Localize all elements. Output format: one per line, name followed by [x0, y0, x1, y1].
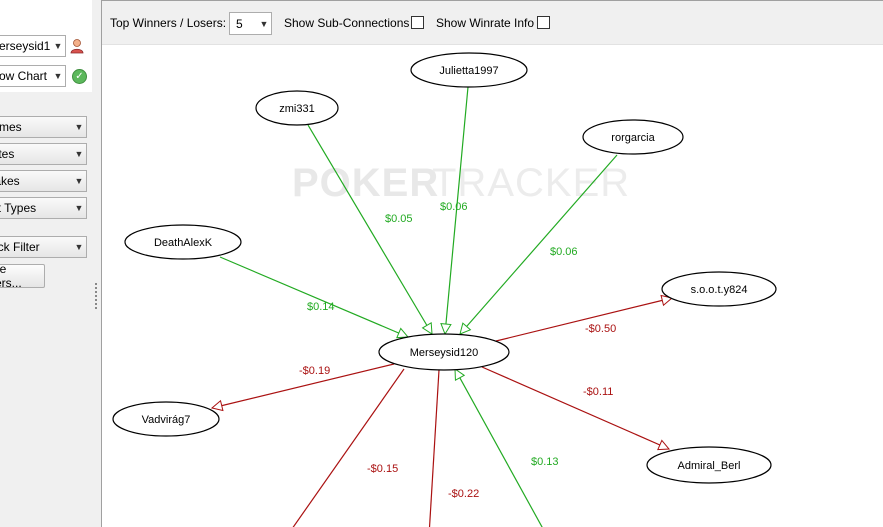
player-node-ellipse[interactable] — [646, 446, 772, 484]
winrate-info-label: Show Winrate Info — [436, 16, 535, 30]
player-node-label: rorgarcia — [611, 132, 655, 144]
edge-zmi331-to-Merseysid120 — [307, 124, 432, 334]
filter-dates-label: Dates — [0, 147, 15, 161]
graph-nodes: Merseysid120 Julietta1997 zmi331 rorgarciaD… — [112, 52, 777, 484]
edge-Merseysid120-to-offscreen-1 — [292, 368, 405, 527]
player-node-ellipse[interactable] — [124, 224, 242, 260]
splitter-grip[interactable] — [95, 283, 97, 309]
edge-DeathAlexK-to-Merseysid120 — [219, 256, 408, 337]
more-filters-label: More Filters... — [0, 262, 22, 290]
edge-amount-label: $0.05 — [385, 213, 413, 225]
user-icon[interactable] — [69, 38, 85, 54]
player-node-label: Merseysid120 — [410, 347, 478, 359]
edge-amount-label: -$0.19 — [299, 365, 330, 377]
filter-bet-types[interactable]: Bet Types ▼ — [0, 197, 87, 219]
top-winners-value: 5 — [236, 16, 243, 31]
filter-stakes[interactable]: Stakes ▼ — [0, 170, 87, 192]
sub-connections-checkbox[interactable] — [411, 16, 424, 29]
edge-amount-label: $0.13 — [531, 456, 559, 468]
edge-amount-label: -$0.11 — [583, 386, 613, 398]
chevron-down-icon: ▼ — [74, 203, 84, 213]
player-node-DeathAlexK[interactable]: DeathAlexK — [124, 224, 242, 260]
edge-amount-label: $0.14 — [307, 301, 335, 313]
edge-amount-label: $0.06 — [550, 246, 578, 258]
flow-graph: POKER TRACKER $0.05 $0.06 $0.06 $0.14 -$0.50… — [102, 46, 883, 527]
top-winners-label: Top Winners / Losers: — [110, 16, 227, 30]
chevron-down-icon: ▼ — [74, 122, 84, 132]
filter-stakes-label: Stakes — [0, 174, 20, 188]
splitter[interactable] — [92, 0, 100, 527]
filter-dates[interactable]: Dates ▼ — [0, 143, 87, 165]
player-node-ellipse[interactable] — [410, 52, 528, 88]
edge-amount-label: -$0.50 — [585, 323, 616, 335]
chart-type-value: Flow Chart — [0, 69, 48, 83]
player-node-zmi331[interactable]: zmi331 — [255, 90, 339, 126]
sidebar-header — [0, 0, 92, 28]
player-node-label: Julietta1997 — [439, 65, 498, 77]
player-node-rorgarcia[interactable]: rorgarcia — [582, 119, 684, 155]
player-node-Admiral_Berl[interactable]: Admiral_Berl — [646, 446, 772, 484]
player-select-value: Merseysid120 — [0, 39, 51, 53]
player-node-Julietta1997[interactable]: Julietta1997 — [410, 52, 528, 88]
edge-amount-label: $0.06 — [440, 201, 468, 213]
edge-Merseysid120-to-s.o.o.t.y824 — [495, 298, 672, 342]
quick-filter-label: Quick Filter — [0, 240, 40, 254]
filter-games[interactable]: Games ▼ — [0, 116, 87, 138]
player-node-label: Vadvirág7 — [142, 414, 191, 426]
player-node-label: Admiral_Berl — [678, 460, 741, 472]
edge-rorgarcia-to-Merseysid120 — [460, 154, 618, 334]
player-node-ellipse[interactable] — [378, 333, 510, 371]
apply-check-icon[interactable]: ✓ — [72, 69, 87, 84]
filter-games-label: Games — [0, 120, 22, 134]
edge-Merseysid120-to-offscreen-2 — [428, 369, 440, 527]
player-node-ellipse[interactable] — [582, 119, 684, 155]
edge-amount-label: -$0.15 — [367, 463, 398, 475]
more-filters-button[interactable]: More Filters... — [0, 262, 45, 290]
edge-Julietta1997-to-Merseysid120 — [445, 86, 469, 334]
filter-bet-types-label: Bet Types — [0, 201, 37, 215]
top-winners-select[interactable]: 5 ▼ — [229, 12, 272, 35]
quick-filter-select[interactable]: Quick Filter ▼ — [0, 236, 87, 258]
chevron-down-icon: ▼ — [74, 176, 84, 186]
player-node-ellipse[interactable] — [112, 401, 220, 437]
sub-connections-label: Show Sub-Connections — [284, 16, 410, 30]
chevron-down-icon: ▼ — [259, 18, 269, 29]
flow-graph-canvas: POKER TRACKER $0.05 $0.06 $0.06 $0.14 -$0.50… — [112, 52, 777, 527]
main-panel: Top Winners / Losers: 5 ▼ Show Sub-Conne… — [101, 0, 883, 527]
player-node-s.o.o.t.y824[interactable]: s.o.o.t.y824 — [661, 271, 777, 307]
chevron-down-icon: ▼ — [53, 41, 63, 51]
chart-type-select[interactable]: Flow Chart ▼ — [0, 65, 66, 87]
chevron-down-icon: ▼ — [74, 242, 84, 252]
graph-toolbar: Top Winners / Losers: 5 ▼ Show Sub-Conne… — [102, 1, 883, 45]
chevron-down-icon: ▼ — [74, 149, 84, 159]
player-node-Merseysid120[interactable]: Merseysid120 — [378, 333, 510, 371]
player-node-label: s.o.o.t.y824 — [691, 284, 748, 296]
player-node-ellipse[interactable] — [661, 271, 777, 307]
player-node-label: zmi331 — [279, 103, 314, 115]
player-select[interactable]: Merseysid120 ▼ — [0, 35, 66, 57]
player-panel: Merseysid120 ▼ Flow Chart ▼ ✓ — [0, 28, 92, 92]
edge-offscreen-3-to-Merseysid120 — [455, 369, 543, 527]
edge-Merseysid120-to-Admiral_Berl — [481, 366, 669, 449]
sidebar: Merseysid120 ▼ Flow Chart ▼ ✓ Games ▼ Da… — [0, 0, 92, 527]
watermark-poker: POKER — [292, 161, 439, 205]
player-node-label: DeathAlexK — [154, 237, 213, 249]
edge-amount-label: -$0.22 — [448, 488, 479, 500]
watermark-tracker: TRACKER — [432, 161, 630, 205]
player-node-Vadvirág7[interactable]: Vadvirág7 — [112, 401, 220, 437]
edge-Merseysid120-to-Vadvirág7 — [212, 363, 395, 408]
winrate-info-checkbox[interactable] — [537, 16, 550, 29]
player-node-ellipse[interactable] — [255, 90, 339, 126]
graph-edges: $0.05 $0.06 $0.06 $0.14 -$0.50 -$0.19 -$0.11 -$… — [212, 86, 672, 527]
chevron-down-icon: ▼ — [53, 71, 63, 81]
